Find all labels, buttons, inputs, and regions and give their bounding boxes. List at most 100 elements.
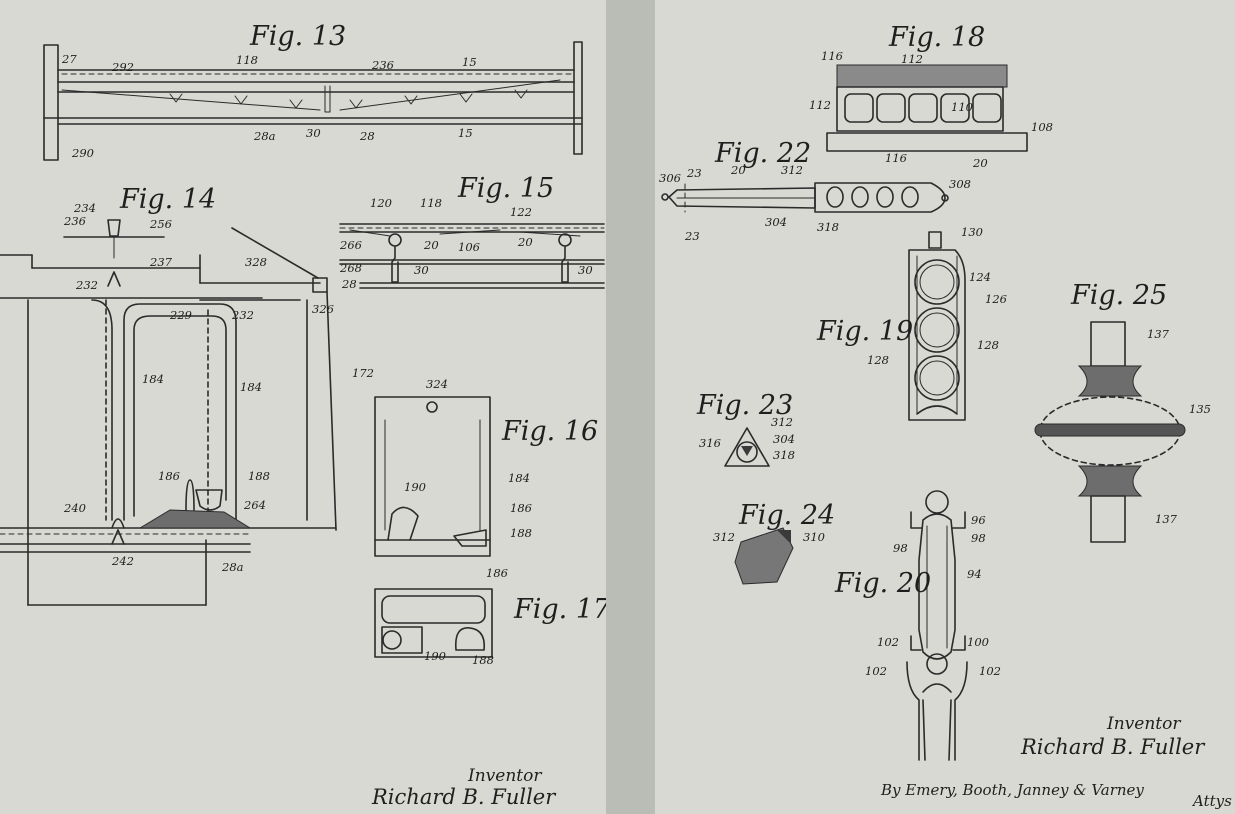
fig-20-ref-98-right: 98 <box>971 531 986 545</box>
fig-22-ref-318: 318 <box>817 220 839 234</box>
fig-15-ref-106: 106 <box>458 240 480 254</box>
fig-14-ref-232: 232 <box>75 278 98 292</box>
right-sheet-drawing: Fig. 18 116 112 112 110 108 116 20 Fig. <box>659 22 1232 810</box>
fig-19-ref-130: 130 <box>961 225 983 239</box>
fig-24-ref-312: 312 <box>713 530 735 544</box>
fig-19-ref-128-left: 128 <box>867 353 889 367</box>
fig-13-ref-236: 236 <box>371 58 394 72</box>
fig-18-title: Fig. 18 <box>888 22 985 53</box>
right-inventor-label: Inventor <box>1106 714 1181 734</box>
fig-15-drawing <box>339 223 605 289</box>
fig-14-ref-232b: 232 <box>231 308 254 322</box>
fig-23-title: Fig. 23 <box>696 390 793 421</box>
fig-25-ref-137-bottom: 137 <box>1155 512 1178 526</box>
fig-14-ref-326: 326 <box>312 302 334 316</box>
fig-14-ref-264: 264 <box>243 498 266 512</box>
attorney-attys: Attys <box>1191 792 1232 810</box>
fig-13-ref-27: 27 <box>61 52 77 66</box>
fig-24-drawing <box>734 527 794 585</box>
fig-13-ref-28a: 28a <box>253 129 276 143</box>
left-sheet: Fig. 13 27 292 118 236 15 28a 30 28 15 2… <box>0 0 606 814</box>
fig-15-ref-266: 266 <box>339 238 362 252</box>
fig-20-ref-102-upper: 102 <box>877 635 899 649</box>
fig-14-ref-188: 188 <box>248 469 270 483</box>
fig-16-ref-186: 186 <box>510 501 532 515</box>
fig-16-title: Fig. 16 <box>501 416 598 447</box>
fig-15-ref-120: 120 <box>370 196 392 210</box>
fig-18-ref-20: 20 <box>972 156 988 170</box>
fig-13-ref-118: 118 <box>236 53 258 67</box>
fig-15-ref-20-left: 20 <box>423 238 439 252</box>
fig-20-ref-96: 96 <box>971 513 986 527</box>
fig-22-ref-312: 312 <box>781 163 803 177</box>
fig-13-ref-290: 290 <box>71 146 94 160</box>
fig-22-ref-20: 20 <box>730 163 746 177</box>
left-inventor-label: Inventor <box>467 766 542 786</box>
fig-17-title: Fig. 17 <box>513 594 606 625</box>
fig-15-ref-20-right: 20 <box>517 235 533 249</box>
fig-25-ref-135: 135 <box>1189 402 1211 416</box>
fig-16-drawing <box>374 396 491 557</box>
fig-17-ref-186: 186 <box>486 566 508 580</box>
fig-13-ref-28: 28 <box>359 129 375 143</box>
fig-20-ref-98-left: 98 <box>893 541 908 555</box>
fig-16-ref-324: 324 <box>426 377 448 391</box>
fig-14-ref-234: 234 <box>73 201 96 215</box>
fig-14-ref-186: 186 <box>158 469 180 483</box>
left-sheet-drawing: Fig. 13 27 292 118 236 15 28a 30 28 15 2… <box>0 21 606 809</box>
fig-16-ref-188: 188 <box>510 526 532 540</box>
fig-22-ref-23-bottom: 23 <box>684 229 700 243</box>
right-inventor-name: Richard B. Fuller <box>1020 735 1206 759</box>
fig-14-ref-240: 240 <box>63 501 86 515</box>
fig-19-drawing <box>908 231 966 421</box>
fig-14-ref-184-right: 184 <box>240 380 262 394</box>
fig-15-title: Fig. 15 <box>457 173 554 204</box>
fig-18-ref-112-left: 112 <box>809 98 831 112</box>
fig-19-title: Fig. 19 <box>816 316 913 347</box>
fig-17-drawing <box>374 588 493 658</box>
fig-20-ref-100: 100 <box>967 635 989 649</box>
fig-15-ref-122: 122 <box>510 205 532 219</box>
fig-15-ref-30-left: 30 <box>414 263 429 277</box>
fig-13-ref-30: 30 <box>306 126 321 140</box>
fig-20-drawing <box>906 490 968 761</box>
fig-20-ref-102-left: 102 <box>865 664 887 678</box>
fig-14-ref-237: 237 <box>149 255 173 269</box>
fig-22-ref-304: 304 <box>765 215 787 229</box>
right-sheet: Fig. 18 116 112 112 110 108 116 20 Fig. <box>655 0 1235 814</box>
fig-20-title: Fig. 20 <box>834 568 931 599</box>
fig-14-title: Fig. 14 <box>119 184 216 215</box>
fig-18-ref-112-top: 112 <box>901 52 923 66</box>
fig-15-ref-268: 268 <box>339 261 362 275</box>
fig-18-ref-116-bottom: 116 <box>885 151 907 165</box>
fig-13-drawing <box>43 41 583 161</box>
fig-14-ref-28a: 28a <box>221 560 244 574</box>
fig-15-ref-118: 118 <box>420 196 442 210</box>
fig-14-drawing <box>0 219 337 606</box>
fig-14-ref-242: 242 <box>111 554 134 568</box>
fig-13-ref-15-top: 15 <box>462 55 477 69</box>
fig-17-ref-190: 190 <box>424 649 446 663</box>
fig-25-ref-137-top: 137 <box>1147 327 1170 341</box>
fig-15-ref-30-right: 30 <box>578 263 593 277</box>
attorney-signature: By Emery, Booth, Janney & Varney <box>880 781 1144 799</box>
fig-22-drawing <box>661 182 949 213</box>
fig-18-ref-110: 110 <box>951 100 973 114</box>
fig-23-ref-304: 304 <box>773 432 795 446</box>
fig-20-ref-102-right: 102 <box>979 664 1001 678</box>
fig-23-drawing <box>724 427 770 467</box>
fig-17-ref-188: 188 <box>472 653 494 667</box>
fig-22-ref-23-top: 23 <box>686 166 702 180</box>
fig-22-ref-306: 306 <box>659 171 681 185</box>
fig-18-ref-116-top: 116 <box>821 49 843 63</box>
fig-14-ref-229: 229 <box>169 308 192 322</box>
fig-19-ref-128-right: 128 <box>977 338 999 352</box>
fig-18-ref-108: 108 <box>1031 120 1053 134</box>
fig-13-title: Fig. 13 <box>249 21 346 52</box>
left-inventor-name: Richard B. Fuller <box>371 785 557 809</box>
fig-20-ref-94: 94 <box>967 567 982 581</box>
fig-14-ref-328: 328 <box>245 255 267 269</box>
fig-23-ref-312: 312 <box>771 415 793 429</box>
fig-19-ref-124: 124 <box>969 270 991 284</box>
